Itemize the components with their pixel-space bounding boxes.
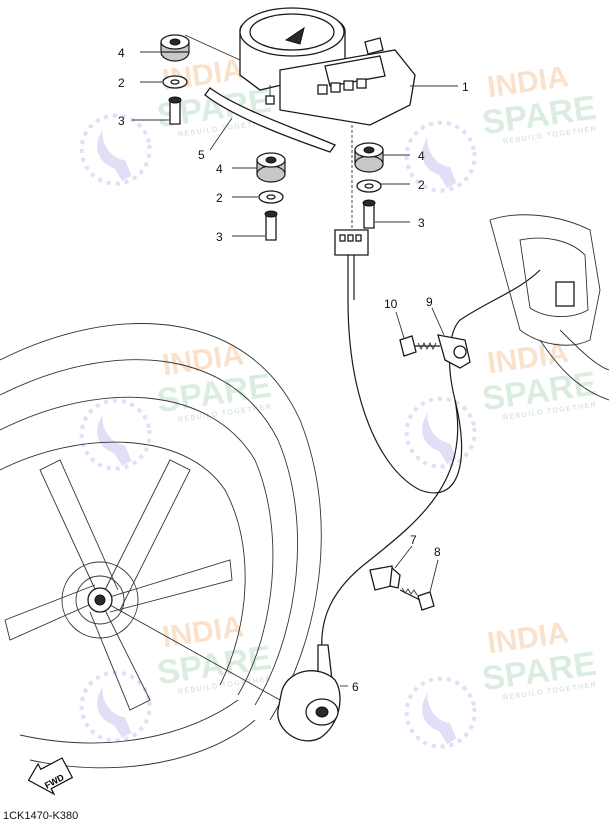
sensor-clamp-assembly	[369, 565, 435, 611]
grommet-stack-right	[354, 142, 384, 229]
callout-7: 7	[410, 533, 417, 547]
speed-sensor	[277, 644, 341, 742]
callout-3-left: 3	[118, 114, 125, 128]
callout-6: 6	[352, 680, 359, 694]
callout-4-right: 4	[418, 149, 425, 163]
wire-clamp-assembly	[399, 334, 471, 369]
callout-labels: 1 4 2 3 5 4 2 3 4 2 3 9 10 7 8 6	[118, 46, 469, 694]
callout-3-mid: 3	[216, 230, 223, 244]
callout-3-right: 3	[418, 216, 425, 230]
callout-4-left: 4	[118, 46, 125, 60]
callout-2-left: 2	[118, 76, 125, 90]
speedometer-assembly	[239, 7, 416, 126]
leader-lines	[132, 34, 458, 687]
callout-1: 1	[462, 80, 469, 94]
frame-bracket	[489, 214, 609, 401]
cushion-strip	[204, 87, 336, 153]
diagram-code: 1CK1470-K380	[3, 810, 78, 822]
callout-9: 9	[426, 295, 433, 309]
callout-10: 10	[384, 297, 398, 311]
callout-4-mid: 4	[216, 162, 223, 176]
callout-2-right: 2	[418, 178, 425, 192]
grommet-stack-left-top	[160, 34, 190, 125]
callout-8: 8	[434, 545, 441, 559]
grommet-stack-middle	[256, 152, 286, 241]
callout-2-mid: 2	[216, 191, 223, 205]
callout-5: 5	[198, 148, 205, 162]
